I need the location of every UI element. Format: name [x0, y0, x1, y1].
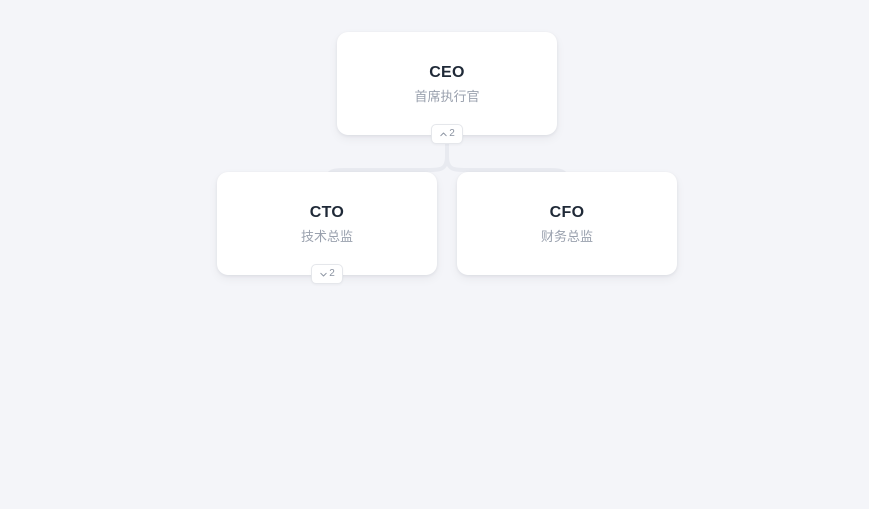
- org-node-title: CTO: [309, 203, 345, 221]
- org-node-title: CFO: [549, 203, 585, 221]
- org-node-subtitle: 财务总监: [540, 228, 593, 244]
- org-node-title: CEO: [429, 63, 465, 81]
- org-node-ceo[interactable]: CEO 首席执行官: [337, 32, 557, 135]
- collapse-toggle-ceo[interactable]: 2: [431, 124, 463, 144]
- org-node-cfo[interactable]: CFO 财务总监: [457, 172, 677, 275]
- chevron-down-icon: [320, 272, 327, 277]
- expand-toggle-cto[interactable]: 2: [311, 264, 343, 284]
- children-count: 2: [449, 128, 455, 139]
- org-node-subtitle: 首席执行官: [414, 88, 480, 104]
- children-count: 2: [329, 268, 335, 279]
- org-node-subtitle: 技术总监: [300, 228, 353, 244]
- chevron-up-icon: [440, 131, 447, 136]
- org-node-cto[interactable]: CTO 技术总监: [217, 172, 437, 275]
